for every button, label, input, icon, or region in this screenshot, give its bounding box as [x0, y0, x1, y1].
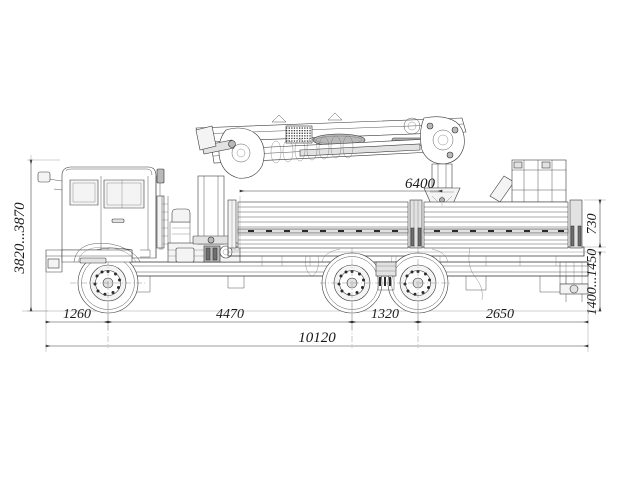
cab: [37, 166, 165, 273]
dimension-bed-floor-height: 1400...1450: [584, 249, 606, 316]
dimension-label-rear-overhang: 2650: [486, 307, 514, 322]
dimension-side-board-height: 730: [584, 199, 606, 248]
dimension-label-front-overhang: 1260: [63, 307, 91, 322]
rear-bumper: [559, 283, 589, 302]
dimension-crane-reach: 6400: [239, 176, 443, 250]
dimension-label-length-overall: 10120: [298, 330, 336, 346]
drop-side-panel-left: [237, 201, 409, 249]
rear-bogie: [320, 248, 452, 348]
dimension-label-height-overall: 3820...3870: [12, 202, 28, 275]
dimension-height-overall: 3820...3870: [12, 155, 60, 312]
drop-side-panel-right: [423, 201, 569, 249]
bed-stake-middle: [409, 199, 423, 249]
front-axle-wheel: [70, 248, 146, 348]
dimension-label-crane-reach: 6400: [405, 176, 436, 192]
crane-boom: [195, 112, 467, 207]
dimension-label-bogie-spread: 1320: [371, 307, 399, 322]
dimension-length-overall: 10120: [45, 330, 589, 352]
dimension-chain-bottom: 1260 4470 1320 2650: [45, 272, 589, 352]
bed-stake-rear: [569, 199, 583, 249]
dimension-label-bed-floor-height: 1400...1450: [585, 249, 600, 316]
crane-column: [161, 175, 241, 263]
dimension-label-wheelbase: 4470: [216, 307, 244, 322]
dimension-label-side-board-height: 730: [585, 214, 600, 235]
